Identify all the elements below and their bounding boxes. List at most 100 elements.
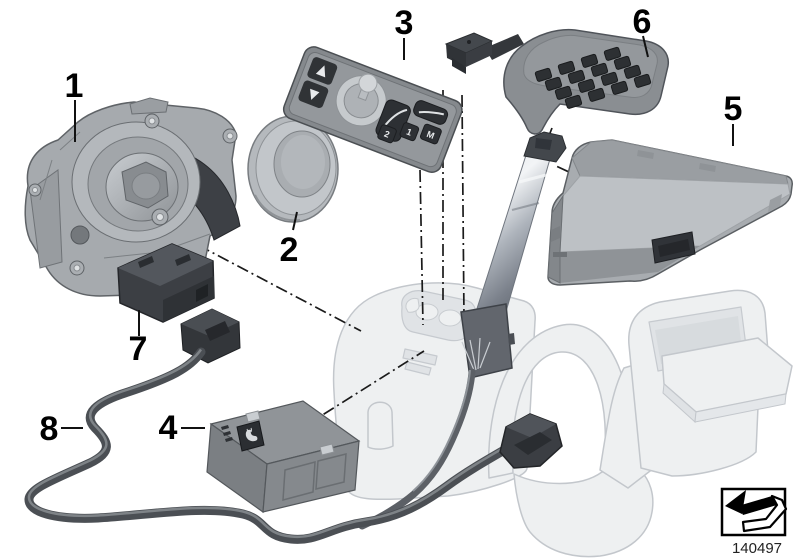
assembly-line	[178, 234, 362, 332]
wire	[477, 337, 481, 370]
ribbon-cable	[473, 131, 567, 323]
console-cupholder	[415, 303, 439, 321]
module-cap-detail	[551, 226, 560, 242]
controller-hub	[131, 172, 161, 200]
keypad-key	[623, 64, 642, 79]
keypad-key	[590, 62, 609, 77]
rotary-controller-unit	[24, 97, 241, 297]
keypad-key	[554, 85, 573, 100]
module-port-inner	[658, 239, 690, 257]
console-cable-highlight	[412, 369, 471, 492]
screw-hole	[226, 132, 234, 140]
wire	[461, 341, 475, 371]
junction-tab	[508, 333, 515, 345]
controller-top-tab	[129, 97, 169, 115]
wiring-harness-cable	[24, 308, 563, 544]
seat-heating-switch	[206, 400, 361, 514]
connector7-latch	[175, 254, 191, 266]
connector-front	[446, 44, 466, 67]
cushion-icon	[418, 111, 445, 116]
leader-2	[292, 211, 298, 231]
console-side-slot	[402, 348, 438, 366]
doc-stamp: 140497	[720, 487, 788, 557]
module-slot	[553, 252, 567, 257]
module-tab	[768, 194, 782, 212]
console-side-slot	[404, 361, 432, 376]
connector7-pins	[196, 284, 208, 302]
callout-5[interactable]: 5	[724, 90, 743, 128]
callout-7[interactable]: 7	[129, 330, 148, 368]
switch4-clip	[319, 443, 335, 456]
callout-2[interactable]: 2	[280, 231, 299, 269]
module-tab	[637, 150, 654, 159]
keypad-key	[544, 76, 563, 91]
ribbon-sheen	[511, 202, 540, 211]
keypad-key	[587, 87, 606, 102]
callout-labels: 1 2 3 4 5 6 7 8	[40, 3, 743, 448]
callout-1[interactable]: 1	[65, 67, 84, 105]
keypad-key	[564, 94, 583, 109]
switch4-led	[225, 437, 233, 442]
connector-side	[466, 41, 492, 67]
callout-leaders	[61, 35, 734, 429]
console-rear-skirt	[513, 469, 654, 558]
screw-hole	[32, 187, 38, 193]
keypad-key	[610, 80, 629, 95]
wire	[479, 341, 491, 369]
cable-end-plug-inner	[514, 432, 552, 455]
keypad-key	[600, 71, 619, 86]
controller-knob-cap	[247, 115, 339, 223]
connector-strap	[485, 34, 524, 60]
switch4-led	[223, 431, 231, 436]
cable-highlight	[27, 348, 507, 539]
callout-4[interactable]: 4	[159, 409, 178, 447]
callout-8[interactable]: 8	[40, 410, 59, 448]
junction-wires	[461, 337, 491, 371]
direction-arrow-icon-3d	[741, 494, 788, 533]
ribbon-top-connector-notch	[535, 138, 552, 150]
memory-button-label: M	[425, 129, 436, 141]
junction-box	[460, 303, 513, 379]
down-arrow-icon	[310, 88, 320, 100]
joystick-knob	[358, 73, 378, 93]
leader-6	[642, 35, 649, 58]
connector7-top	[118, 244, 213, 286]
plug-connector	[117, 243, 215, 323]
console-bottom-notch	[367, 401, 394, 450]
keypad-key	[577, 78, 596, 93]
connector7-latch	[138, 256, 154, 268]
assembly-line	[419, 169, 424, 326]
console-tray-slot	[405, 298, 420, 313]
telephone-keypad	[503, 28, 670, 135]
keypad-key	[580, 53, 599, 68]
screw-hole	[73, 264, 81, 272]
connector-hole	[467, 40, 471, 44]
assembly-line	[461, 94, 465, 319]
seat-switch-panel: M 1 2	[282, 46, 463, 173]
console-lid-edge	[694, 393, 787, 423]
keypad-connector	[444, 32, 524, 74]
wire	[469, 339, 477, 371]
cable-mate-top	[181, 309, 239, 336]
screw-hole	[148, 117, 156, 125]
keypad-key	[633, 73, 652, 88]
preset2-button-label: 2	[383, 129, 391, 140]
console-cupholder	[438, 309, 462, 327]
heated-seat-icon-waves	[246, 427, 252, 434]
preset1-button	[399, 122, 420, 142]
callout-6[interactable]: 6	[633, 3, 652, 41]
assembly-line	[304, 350, 425, 427]
switch4-clip	[245, 410, 261, 423]
screw-hole	[156, 213, 164, 221]
callout-3[interactable]: 3	[395, 4, 414, 42]
junction-connector	[358, 303, 515, 530]
controller-hole	[70, 225, 90, 245]
connector-tab	[452, 58, 466, 74]
keypad-key	[613, 55, 632, 70]
cable-mate-detail	[205, 321, 230, 341]
keypad-key	[557, 60, 576, 75]
keypad-keys	[534, 46, 652, 109]
up-arrow-icon	[315, 65, 326, 78]
